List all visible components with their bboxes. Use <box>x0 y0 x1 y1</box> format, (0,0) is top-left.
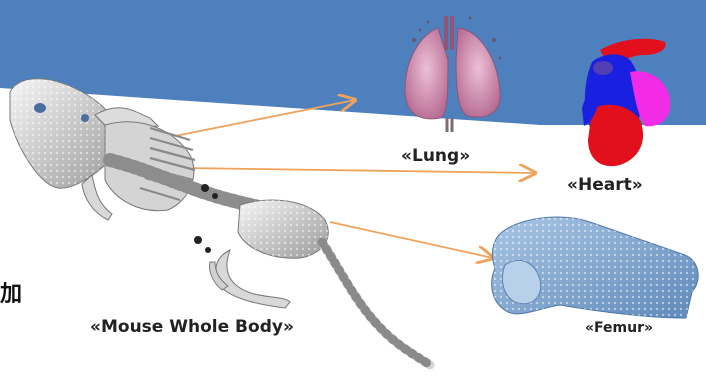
heart-label: «Heart» <box>567 175 643 195</box>
arrow-to-femur <box>330 222 493 258</box>
mouse-whole-body-label: «Mouse Whole Body» <box>90 317 294 337</box>
femur-render <box>492 217 698 318</box>
arrow-to-heart <box>185 168 535 173</box>
femur-label: «Femur» <box>585 320 653 336</box>
side-text-fragment: 加 <box>0 276 22 308</box>
lung-label: «Lung» <box>401 146 470 166</box>
